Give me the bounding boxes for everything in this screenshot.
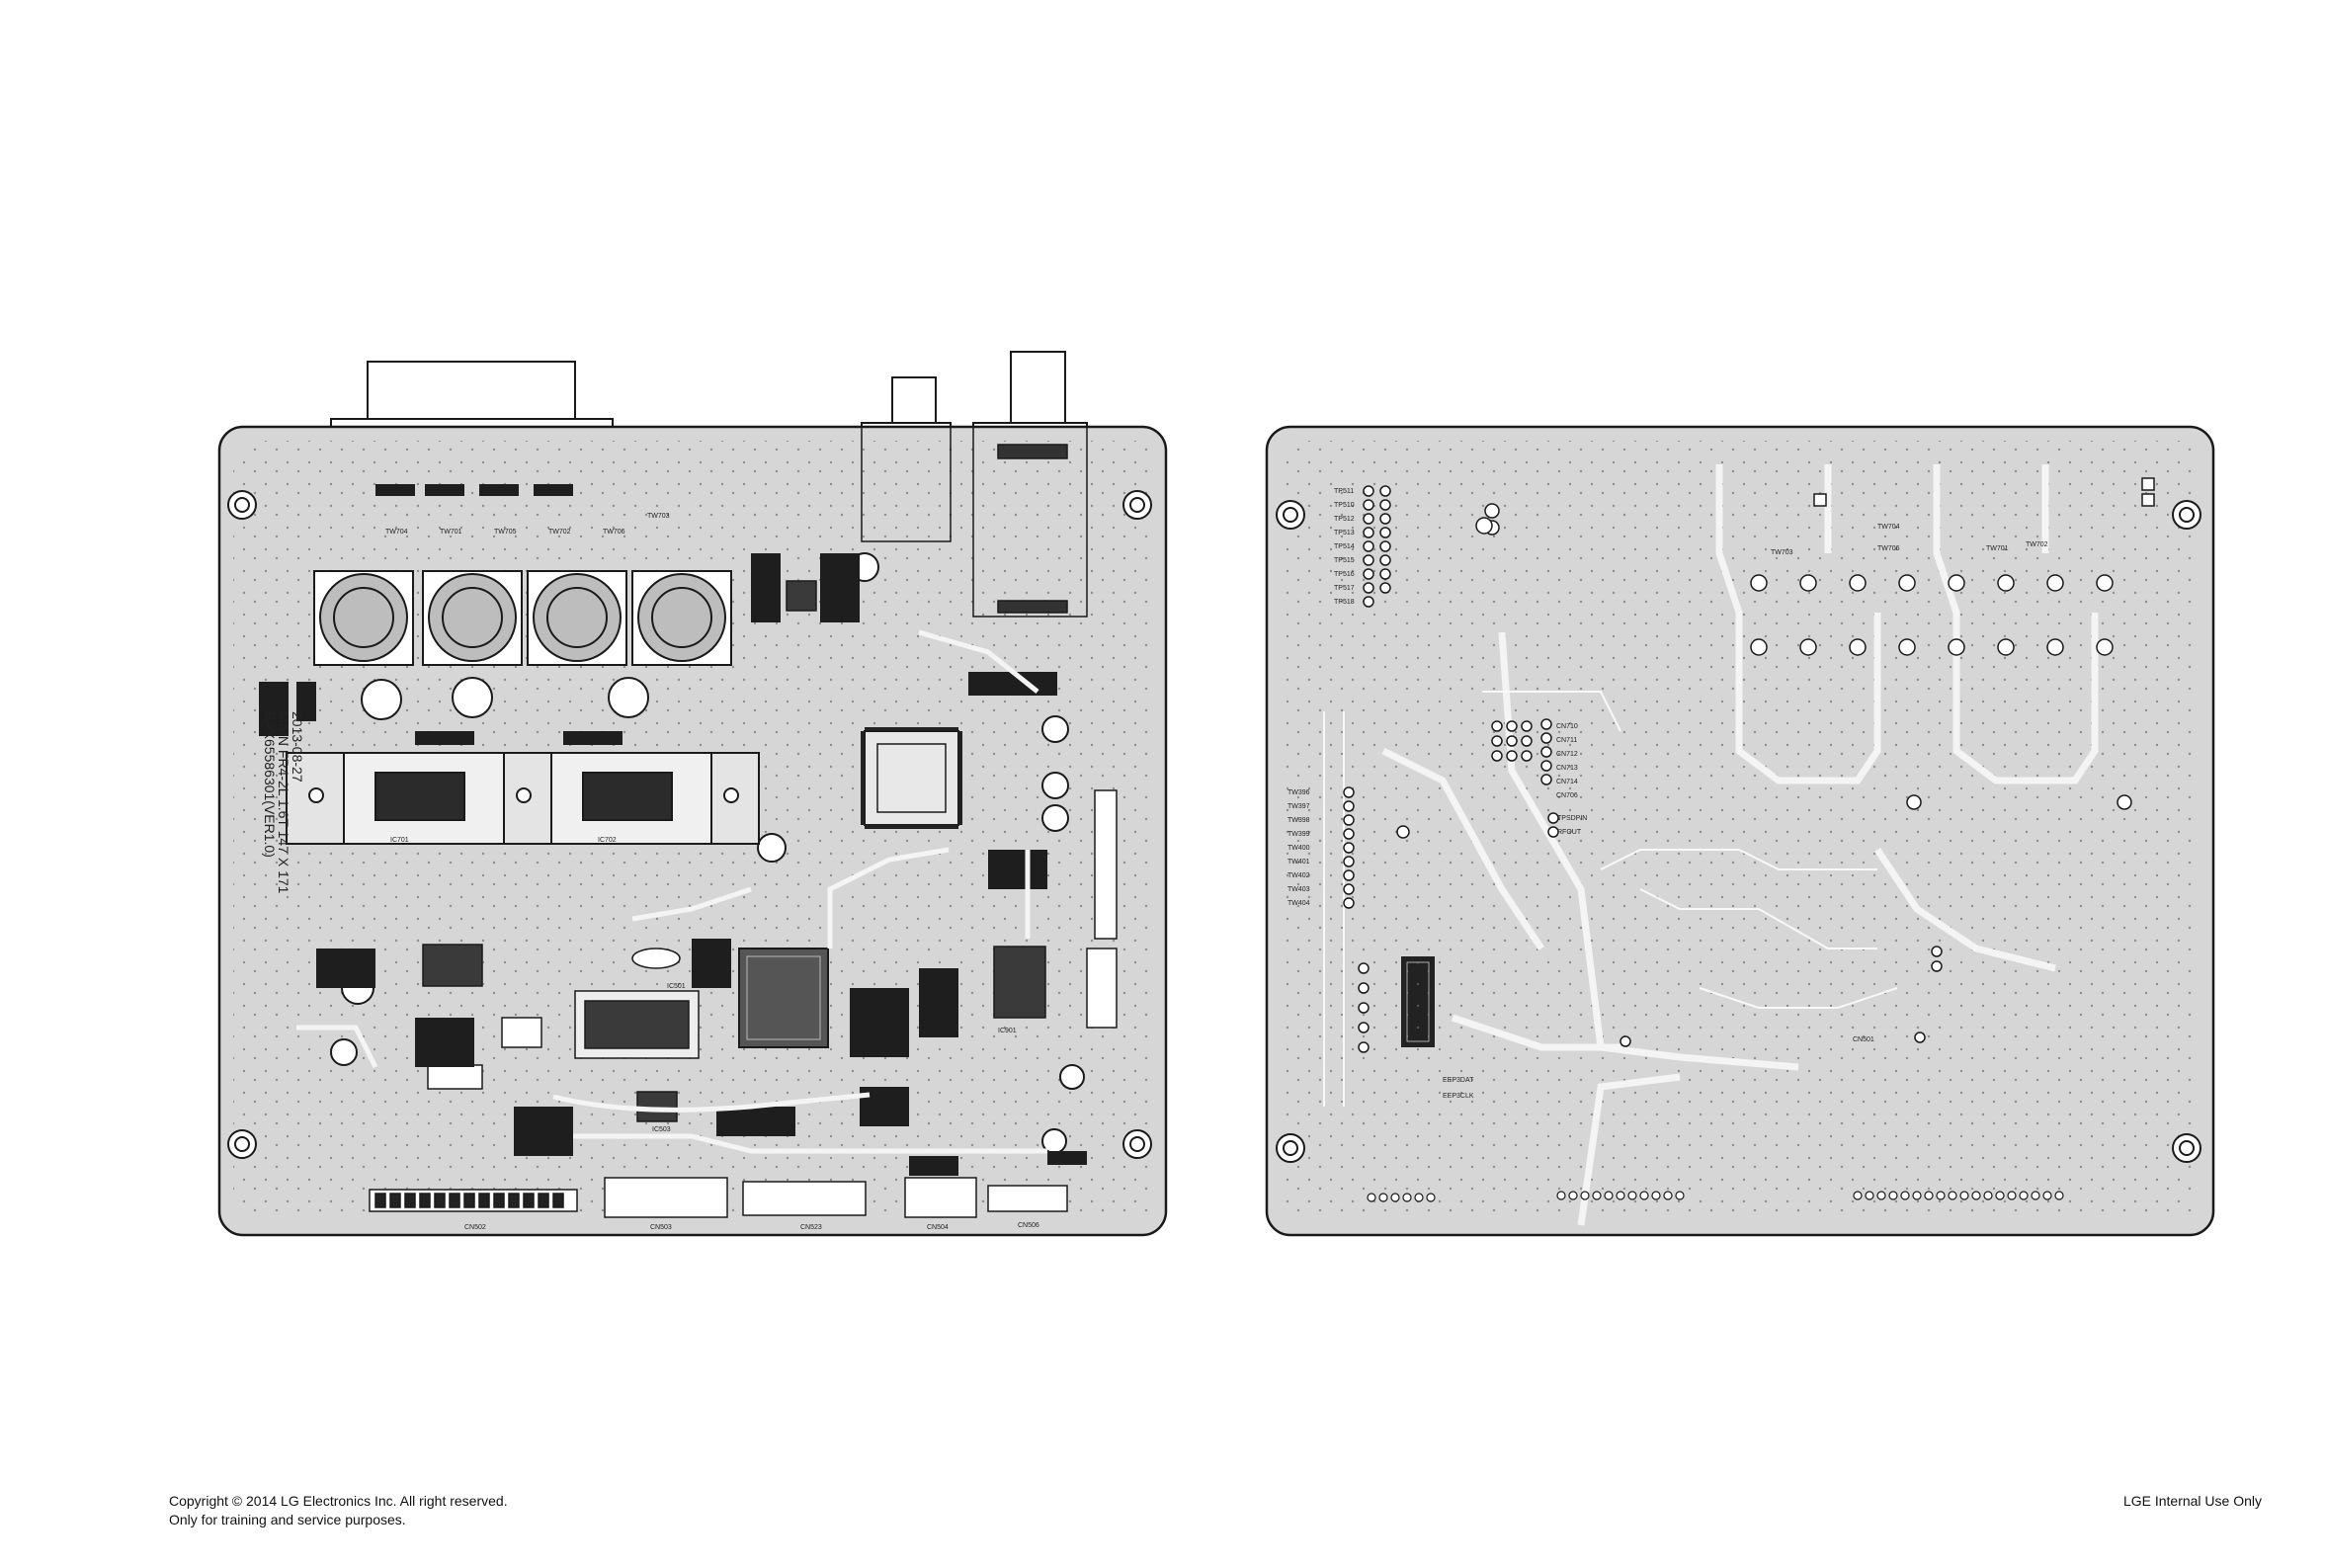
svg-text:TW703: TW703 <box>1771 549 1793 556</box>
svg-text:TW399: TW399 <box>1287 831 1310 838</box>
svg-text:CN710: CN710 <box>1556 723 1578 730</box>
svg-text:CN711: CN711 <box>1556 737 1577 744</box>
svg-text:TP514: TP514 <box>1334 543 1355 550</box>
top-board-labels: TW701 TW702 TW703 TW704 TW705 TW706 CN50… <box>385 513 1039 1231</box>
svg-text:TW400: TW400 <box>1287 845 1310 852</box>
svg-text:IC702: IC702 <box>598 837 617 844</box>
svg-text:TW402: TW402 <box>1287 872 1310 879</box>
svg-text:IC501: IC501 <box>667 983 686 990</box>
testpoints-middle <box>1396 718 1943 1047</box>
svg-text:CN502: CN502 <box>464 1224 486 1231</box>
svg-text:TW404: TW404 <box>1287 900 1310 907</box>
svg-text:IC701: IC701 <box>390 837 409 844</box>
bottom-edge-pads <box>1367 1191 2064 1202</box>
hdmi-jack-housing <box>1010 351 1066 427</box>
svg-text:TW703: TW703 <box>647 513 670 520</box>
svg-text:TW401: TW401 <box>1287 859 1310 866</box>
svg-text:EEP3CLK: EEP3CLK <box>1443 1093 1474 1100</box>
board-date: 2013-08-27 <box>290 711 305 783</box>
svg-text:TW706: TW706 <box>1877 545 1900 552</box>
svg-text:CN506: CN506 <box>1018 1222 1039 1229</box>
svg-text:EEP3DAT: EEP3DAT <box>1443 1077 1474 1084</box>
bottom-power-traces <box>1381 464 2099 1226</box>
svg-text:TP513: TP513 <box>1334 530 1355 536</box>
board-part-number: EAX65586301(VER1.0) <box>262 711 278 858</box>
soc-bga-chip <box>738 948 829 1048</box>
bga-footprint-bottom <box>1401 956 1435 1047</box>
amplifier-ic-band <box>286 752 760 845</box>
internal-use-footer: LGE Internal Use Only <box>2123 1492 2262 1511</box>
secondary-ics <box>422 580 1118 1122</box>
svg-text:TW701: TW701 <box>1986 545 2009 552</box>
svg-text:TP516: TP516 <box>1334 571 1355 578</box>
inductor-pads-bottom <box>1750 574 2132 810</box>
svg-text:TW398: TW398 <box>1287 817 1310 824</box>
svg-text:TW704: TW704 <box>1877 524 1900 531</box>
svg-text:IC901: IC901 <box>998 1028 1017 1034</box>
svg-text:CN501: CN501 <box>1853 1036 1874 1043</box>
passive-component-clusters <box>259 484 1087 1176</box>
bottom-board-labels: TP511 TP510 TP512 TP513 TP514 TP515 TP51… <box>1287 488 2048 1100</box>
svg-text:TP518: TP518 <box>1334 599 1355 606</box>
svg-text:TP511: TP511 <box>1334 488 1354 495</box>
svg-text:TW706: TW706 <box>603 529 625 536</box>
purpose-line: Only for training and service purposes. <box>169 1512 406 1527</box>
svg-text:CN713: CN713 <box>1556 765 1578 772</box>
top-board-silkscreen: EAX65586301(VER1.0) MAIN FR4-2L 1.6T 147… <box>262 711 305 894</box>
svg-text:TW702: TW702 <box>2026 541 2048 548</box>
mounting-holes-top <box>227 490 1152 1159</box>
svg-text:TP517: TP517 <box>1334 585 1355 592</box>
rca-jack-housing <box>891 376 937 428</box>
output-inductors <box>313 570 732 666</box>
svg-text:CN712: CN712 <box>1556 751 1578 758</box>
svg-text:TW397: TW397 <box>1287 803 1310 810</box>
copyright-footer: Copyright © 2014 LG Electronics Inc. All… <box>169 1492 508 1529</box>
edge-connector-footprints <box>861 426 1088 618</box>
bottom-board-via-field <box>1281 441 2200 1221</box>
main-dsp-chip <box>861 727 962 829</box>
board-spec: MAIN FR4-2L 1.6T 147 X 171 <box>276 711 291 894</box>
bottom-board: TP511 TP510 TP512 TP513 TP514 TP515 TP51… <box>1265 425 2215 1237</box>
svg-text:TW702: TW702 <box>548 529 571 536</box>
svg-text:TP515: TP515 <box>1334 557 1355 564</box>
svg-text:RFOUT: RFOUT <box>1557 829 1582 836</box>
internal-use-line: LGE Internal Use Only <box>2122 1493 2262 1509</box>
svg-text:CN503: CN503 <box>650 1224 672 1231</box>
top-board-traces <box>296 629 1047 1154</box>
bottom-thin-traces <box>1323 691 1898 1107</box>
svg-text:IC503: IC503 <box>652 1126 671 1133</box>
mounting-holes-bottom <box>1276 500 2201 1163</box>
svg-text:TP510: TP510 <box>1334 502 1355 509</box>
svg-text:TW704: TW704 <box>385 529 408 536</box>
svg-text:CN706: CN706 <box>1556 792 1578 799</box>
svg-text:TPSDPIN: TPSDPIN <box>1557 815 1587 822</box>
svg-text:TW701: TW701 <box>440 529 462 536</box>
copyright-line: Copyright © 2014 LG Electronics Inc. All… <box>169 1493 508 1509</box>
svg-text:TW403: TW403 <box>1287 886 1310 893</box>
svg-text:CN714: CN714 <box>1556 779 1578 785</box>
svg-text:TW396: TW396 <box>1287 789 1310 796</box>
svg-text:TW705: TW705 <box>494 529 517 536</box>
svg-text:CN523: CN523 <box>800 1224 822 1231</box>
right-edge-parts <box>1475 477 2155 535</box>
svg-text:CN504: CN504 <box>927 1224 949 1231</box>
top-board: EAX65586301(VER1.0) MAIN FR4-2L 1.6T 147… <box>217 351 1168 1237</box>
bottom-edge-connectors <box>369 1177 1068 1218</box>
svg-text:TP512: TP512 <box>1334 516 1355 523</box>
